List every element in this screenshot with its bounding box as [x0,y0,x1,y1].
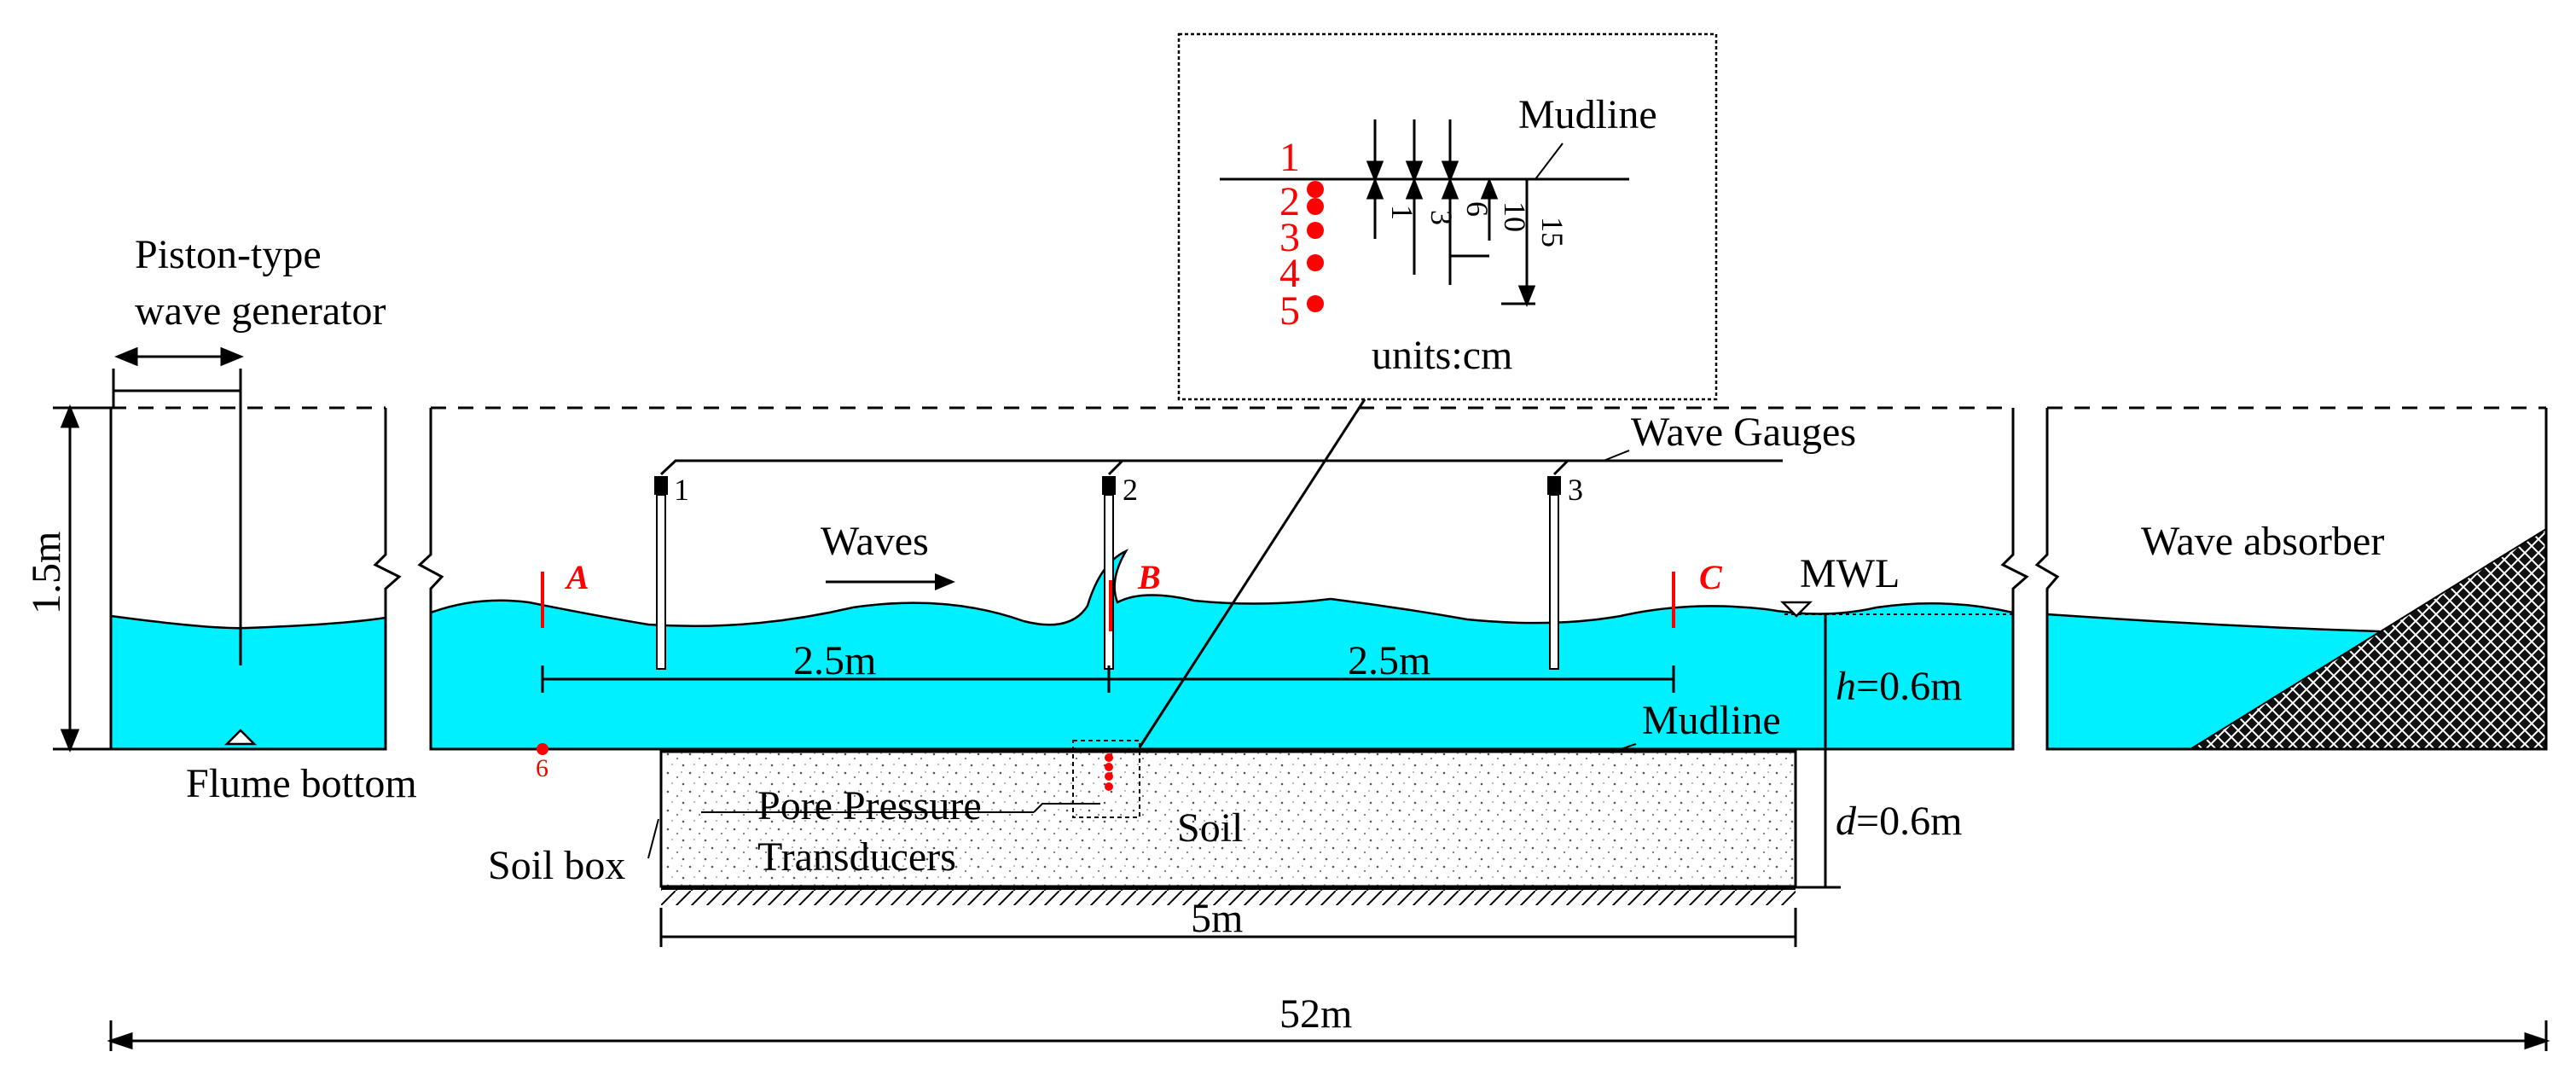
wave-gauge-frame [659,459,1783,476]
wave-gauge-3 [1547,476,1561,670]
inset-sensor-3: 3 [1279,215,1300,260]
piston-stroke-arrow [114,346,244,367]
piston-label-line1: Piston-type [135,232,322,277]
total-length-label: 52m [1279,991,1352,1037]
wave-absorber-label: Wave absorber [2141,519,2384,564]
wave-gauges-leader [1603,450,1630,462]
mudline-leader [1610,743,1637,753]
gauge-2-label: 2 [1123,473,1138,507]
gauge-3-label: 3 [1568,473,1583,507]
ppt-label-line1: Pore Pressure [757,783,982,828]
inset-depth-6: 6 [1460,201,1494,217]
gauge-1-label: 1 [674,473,689,507]
flume-bottom-label: Flume bottom [186,761,417,806]
inset-sensor-5: 5 [1279,288,1300,334]
flume-water [431,551,2013,749]
generator-water [111,616,386,749]
waves-label: Waves [821,519,929,564]
soil-box-leader [647,818,659,859]
inset-depth-arrows [1366,119,1536,308]
inset-units-label: units:cm [1372,333,1512,378]
inset-depth-15: 15 [1535,217,1569,247]
ppt-zoom-box [1072,740,1140,818]
water-surface-line [430,549,2014,627]
inset-mudline-label: Mudline [1518,92,1657,137]
dimension-left-label: 2.5m [793,638,876,683]
h-dimension-label: h=0.6m [1836,664,1962,709]
soil-label: Soil [1177,805,1243,851]
inset-mudline-leader [1535,142,1564,180]
inset-sensors [1307,181,1324,312]
water-surface-line [110,614,386,630]
soil-box-ground-hatch [661,890,1796,905]
inset-sensor-2: 2 [1279,179,1300,224]
flume-bottom-marker [223,729,258,746]
piston-label-line2: wave generator [135,288,386,334]
ppt-label-line2: Transducers [757,834,956,880]
piston-wave-generator [112,369,242,665]
inset-depth-3: 3 [1424,210,1459,225]
mwl-marker [1779,601,1813,618]
wave-gauge-2 [1102,476,1116,670]
wave-gauges-label: Wave Gauges [1631,410,1856,455]
section-b-label: B [1137,558,1161,596]
mwl-label: MWL [1800,551,1900,596]
water-surface-line [2046,613,2381,633]
sensor-6-label: 6 [536,754,548,782]
inset-sensor-1: 1 [1279,135,1300,180]
dimension-right-label: 2.5m [1348,638,1430,683]
inset-box [1177,32,1718,401]
sensor-6-dot [537,743,548,755]
dimension-2-5m [541,665,1675,693]
ppt-sensors [1105,753,1113,791]
waves-arrow [826,573,955,590]
ppt-leader [701,803,1100,813]
total-length-dimension [107,1020,2550,1051]
d-dimension-label: d=0.6m [1836,799,1962,844]
mudline-label: Mudline [1642,698,1781,743]
soil-box-label: Soil box [488,843,625,888]
height-dimension-label: 1.5m [24,532,69,614]
inset-sensor-4: 4 [1279,251,1300,296]
height-dimension [53,404,111,752]
inset-leader [1138,398,1366,748]
inset-depth-1: 1 [1385,205,1419,220]
inset-depth-10: 10 [1498,201,1532,232]
flume-outline [109,408,2548,751]
soil-length-label: 5m [1191,896,1243,941]
water-depth-dimension [1796,614,1841,889]
section-a-label: A [564,558,589,596]
soil-length-dimension [659,908,1797,947]
wave-gauge-1 [654,476,668,670]
section-c-label: C [1699,558,1723,596]
